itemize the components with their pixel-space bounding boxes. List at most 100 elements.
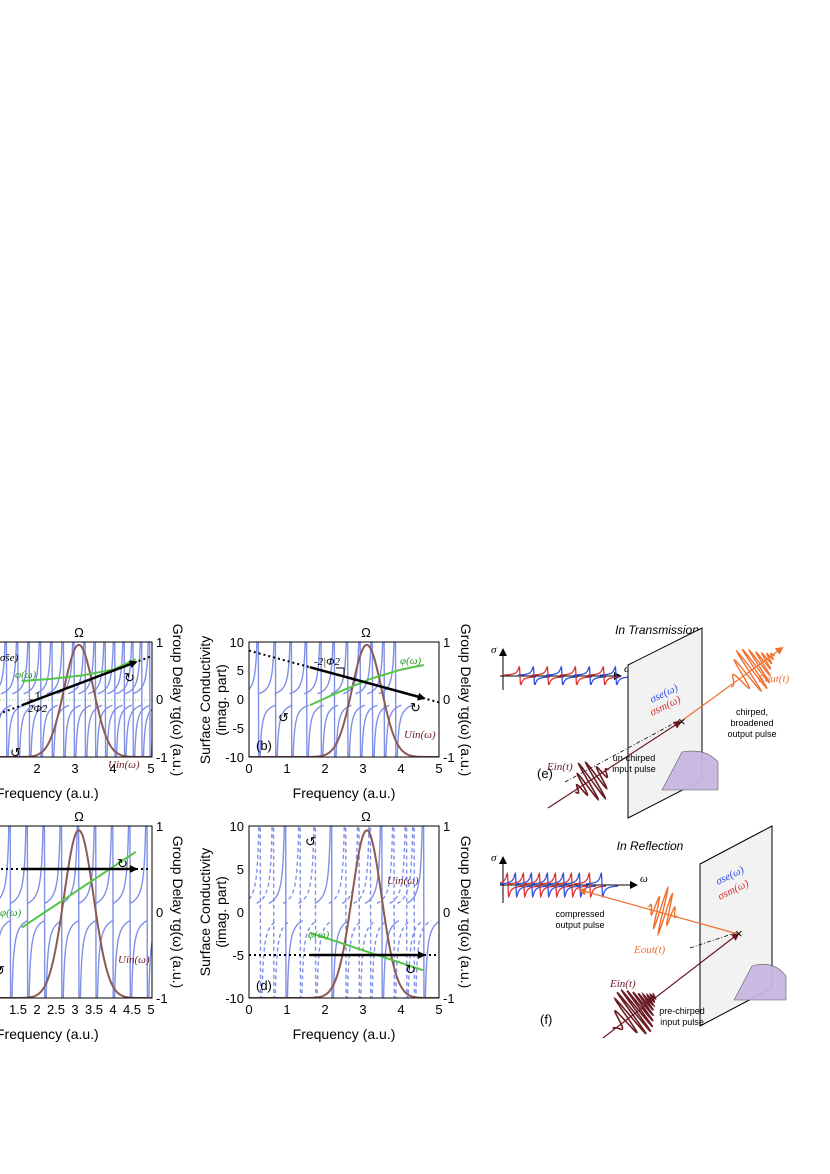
schematic-e-output-pulse xyxy=(730,648,776,693)
panel-d-resonance-0 xyxy=(268,826,304,998)
panel-d-blue-rotate-icon: ↺ xyxy=(305,834,316,849)
panel-d-xtick-0: 0 xyxy=(245,1002,252,1017)
specF-line-1 xyxy=(500,871,533,899)
panel-b-slope-bracket xyxy=(336,667,345,676)
schematic-e-normal-line xyxy=(564,719,681,783)
panel-b-panel-label: (b) xyxy=(256,738,272,753)
panel-b-blue-rotate-icon: ↺ xyxy=(278,710,289,725)
panel-d-resonance-dashed-5 xyxy=(341,826,377,998)
panel-d-resonance-dashed-8 xyxy=(389,826,425,998)
specE-line-7 xyxy=(599,665,633,685)
schematic-e-out-label: Eout(t) xyxy=(757,673,789,685)
panel-c: 1.5 2 2.5 3 3.5 4 4.5 5 Frequency (a.u.)… xyxy=(0,809,186,1042)
panel-c-pulse-curve xyxy=(0,829,152,998)
schematic-f-omega-label: ω xyxy=(640,873,648,885)
panel-d-ytick-5: 5 xyxy=(237,862,244,877)
schematic-e-panel-label: (e) xyxy=(537,766,553,781)
panel-b-resonance-0 xyxy=(249,642,276,757)
panel-d-resonances xyxy=(249,826,439,998)
specF-line-2 xyxy=(507,871,541,899)
panel-d-panel-label: (d) xyxy=(256,978,272,993)
panel-b-ytick-r-1: 1 xyxy=(443,635,450,650)
schematic-f-output-pulse xyxy=(648,885,678,937)
panel-a-resonance-15 xyxy=(115,642,151,757)
panel-b-rotate-icon: ↻ xyxy=(410,700,421,715)
panel-d-y-ticks: 10 5 0 -5 -10 xyxy=(225,819,244,1006)
panel-c-xtick-5: 5 xyxy=(147,1002,154,1017)
panel-b-right-ticks: 1 0 -1 xyxy=(443,635,455,765)
panel-b-phase-curve xyxy=(309,664,424,707)
schematic-reflection: In Reflection σ ω σse(ω) σsm(ω) × compre… xyxy=(491,825,787,1039)
panel-a-x-ticks: 2 3 4 5 xyxy=(33,761,154,776)
panel-c-right-ticks: 1 0 -1 xyxy=(156,819,168,1006)
panel-d-pulse-curve xyxy=(249,829,439,998)
panel-a-resonance-17 xyxy=(132,642,152,757)
panel-a-right-label: Group Delay τg(ω) (a.u.) xyxy=(170,624,186,777)
panel-c-xlabel: Frequency (a.u.) xyxy=(0,1026,99,1042)
panel-d-resonance-dashed-0 xyxy=(249,826,278,998)
panel-d-ytick-m10: -10 xyxy=(225,991,244,1006)
schematic-e-in-label: Ein(t) xyxy=(546,761,573,773)
panel-b-pulse-label: Uin(ω) xyxy=(404,729,436,741)
specF-line-5 xyxy=(531,871,565,899)
panel-a-resonance-13 xyxy=(97,642,133,757)
panel-a-phase-label: φ(ω) xyxy=(15,669,37,681)
panel-a-group-delay-line xyxy=(21,660,138,707)
panel-a-omega-label: Ω xyxy=(74,625,84,640)
panel-d-plot xyxy=(249,826,439,998)
panel-c-resonance-2 xyxy=(0,826,28,998)
panel-b: 0 1 2 3 4 5 10 5 0 -5 -10 Frequency (a.u… xyxy=(197,624,474,801)
panel-d-frame xyxy=(248,825,440,999)
panel-d-ytick-m5: -5 xyxy=(232,948,244,963)
panel-d-resonance-3 xyxy=(406,826,439,998)
panel-b-ytick-r-m1: -1 xyxy=(443,750,455,765)
panel-b-x-ticks: 0 1 2 3 4 5 xyxy=(245,761,442,776)
panel-a-xtick-4: 4 xyxy=(109,761,116,776)
panel-b-xtick-2: 2 xyxy=(321,761,328,776)
schematic-e-input-beam xyxy=(547,720,682,809)
panel-c-right-label: Group Delay τg(ω) (a.u.) xyxy=(170,836,186,989)
panel-c-xtick-2: 2 xyxy=(33,1002,40,1017)
schematic-e-focus-icon: × xyxy=(678,714,686,729)
panel-c-resonance-9 xyxy=(112,826,148,998)
panel-c-resonance-4 xyxy=(27,826,62,998)
panel-d-resonance-dashed-6 xyxy=(353,826,388,998)
panel-c-pulse-label: Uin(ω) xyxy=(118,954,150,966)
specF-line-8 xyxy=(555,871,589,899)
panel-b-resonance-3 xyxy=(289,642,324,757)
schematic-e-chip-inset xyxy=(661,750,719,791)
panel-b-resonance-2 xyxy=(274,642,309,757)
panel-a-xlabel: Frequency (a.u.) xyxy=(0,785,99,801)
panel-a-ytick-r-m1: -1 xyxy=(156,750,168,765)
schematic-f-in-desc-2: input pulse xyxy=(660,1017,704,1027)
specF-line-7 xyxy=(547,871,581,899)
panel-b-resonance-10 xyxy=(378,642,414,757)
panel-d: 0 1 2 3 4 5 10 5 0 -5 -10 Frequency (a.u… xyxy=(197,809,474,1042)
panel-b-frame xyxy=(248,641,440,758)
panel-c-ytick-r-m1: -1 xyxy=(156,991,168,1006)
specF-line-11 xyxy=(585,871,619,899)
panel-b-phase-label: φ(ω) xyxy=(400,655,422,667)
panel-d-xtick-5: 5 xyxy=(435,1002,442,1017)
panel-c-phase-curve xyxy=(21,850,137,929)
panel-a-phase-curve xyxy=(21,658,137,683)
panel-c-resonance-1 xyxy=(0,920,11,937)
schematic-f-sigma-label: σ xyxy=(491,852,497,864)
panel-d-phase-label: φ(ω) xyxy=(308,929,330,941)
schematic-f-out-desc-1: compressed xyxy=(555,909,604,919)
schematic-e-out-desc-2: broadened xyxy=(730,718,773,728)
panel-c-phase-label: φ(ω) xyxy=(0,907,22,919)
panel-d-ytick-10: 10 xyxy=(230,819,244,834)
panel-d-xlabel: Frequency (a.u.) xyxy=(293,1026,396,1042)
schematic-e-out-desc-3: output pulse xyxy=(727,729,776,739)
schematic-f-title: In Reflection xyxy=(617,839,684,853)
panel-a-blue-rotate-icon: ↺ xyxy=(10,745,21,760)
panel-b-ytick-5: 5 xyxy=(237,663,244,678)
panel-d-right-ticks: 1 0 -1 xyxy=(443,819,455,1006)
panel-d-xtick-3: 3 xyxy=(359,1002,366,1017)
panel-b-ylabel-1: Surface Conductivity xyxy=(197,636,213,764)
panel-b-slope-label: -2|Φ2 xyxy=(314,656,341,668)
panel-b-xtick-1: 1 xyxy=(283,761,290,776)
specF-line-10 xyxy=(573,871,607,899)
